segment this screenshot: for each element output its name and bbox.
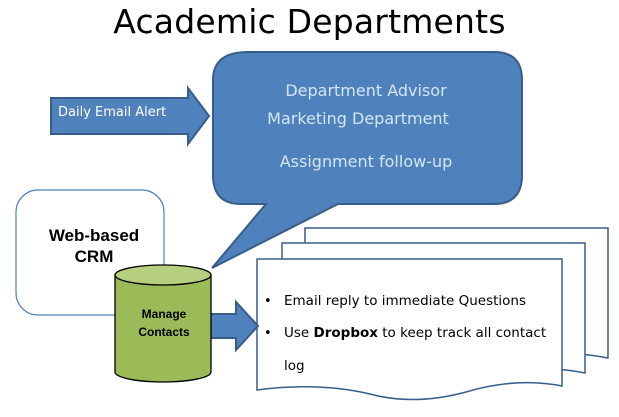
page-title: Academic Departments xyxy=(113,2,506,41)
crm-label: Web-based CRM xyxy=(18,225,170,267)
bullet-dropbox-bold: Dropbox xyxy=(313,325,378,341)
bullet-dropbox-prefix: Use xyxy=(284,325,314,341)
bullet-dropbox: Use Dropbox to keep track all contact lo… xyxy=(262,317,554,383)
database-cylinder-top xyxy=(114,264,212,286)
callout-line-advisor: Department Advisor xyxy=(285,81,447,100)
daily-email-alert-arrow xyxy=(50,85,211,147)
to-documents-arrow xyxy=(209,299,260,353)
callout-line-assignment: Assignment follow-up xyxy=(279,152,453,171)
callout-line-marketing: Marketing Department xyxy=(267,109,449,128)
bullet-email-reply-text: Email reply to immediate Questions xyxy=(284,293,527,309)
database-label-line2: Contacts xyxy=(138,325,190,339)
database-label: Manage Contacts xyxy=(116,305,212,341)
crm-label-line2: CRM xyxy=(74,247,114,266)
database-label-line1: Manage xyxy=(141,307,187,321)
document-bullet-list: Email reply to immediate Questions Use D… xyxy=(262,286,572,383)
bullet-dropbox-suffix: to keep track all contact log xyxy=(284,325,547,374)
bullet-email-reply: Email reply to immediate Questions xyxy=(262,286,572,317)
database-cylinder-body xyxy=(114,274,212,383)
callout-bubble xyxy=(211,51,523,269)
daily-email-alert-label: Daily Email Alert xyxy=(58,105,167,120)
crm-label-line1: Web-based xyxy=(48,226,140,245)
